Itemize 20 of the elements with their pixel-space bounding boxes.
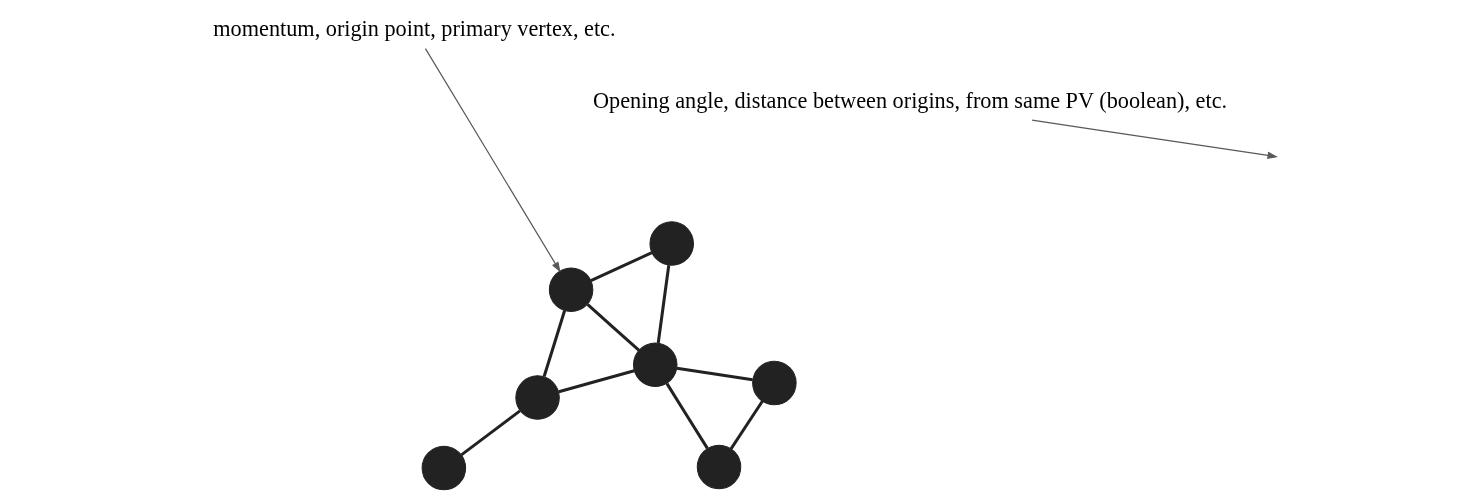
connector bbox=[586, 303, 641, 352]
node-circle bbox=[633, 342, 678, 388]
node-circle bbox=[649, 221, 694, 266]
node-text: Opening angle, distance between origins, from same PV (boolean), etc. bbox=[592, 87, 1228, 113]
connector bbox=[460, 409, 521, 457]
node-circle bbox=[548, 267, 594, 312]
node-circle bbox=[515, 375, 560, 420]
node-text: momentum, origin point, primary vertex, etc. bbox=[213, 16, 616, 42]
connector bbox=[542, 310, 567, 377]
node-circle bbox=[421, 445, 467, 491]
connector bbox=[656, 265, 671, 344]
connector bbox=[558, 369, 635, 394]
node-circle bbox=[752, 360, 797, 406]
connector bbox=[665, 382, 709, 450]
connector bbox=[729, 400, 764, 450]
connector bbox=[590, 251, 653, 282]
arrow bbox=[424, 48, 561, 273]
arrow bbox=[1031, 119, 1278, 159]
connector bbox=[676, 366, 753, 382]
node-circle bbox=[696, 444, 742, 490]
